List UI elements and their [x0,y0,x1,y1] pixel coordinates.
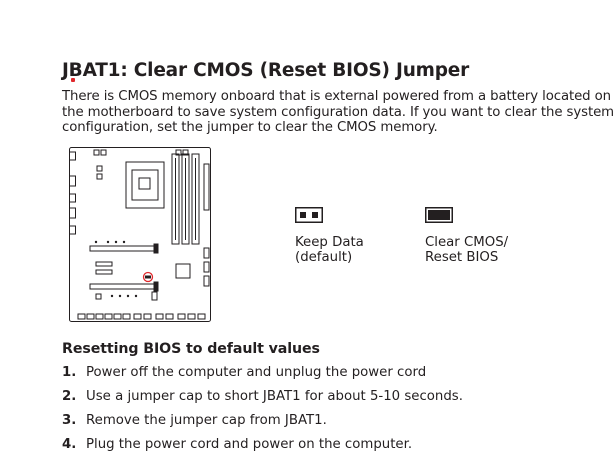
step-text: Plug the power cord and power on the com… [86,437,413,452]
step-text: Power off the computer and unplug the po… [86,365,427,380]
chipset [175,263,191,279]
bottom-header [95,313,104,320]
header-dot [94,240,98,244]
header-dot [110,294,114,298]
step-text: Remove the jumper cap from JBAT1. [86,413,327,428]
pcie-slot-latch [153,243,159,254]
motherboard-diagram [69,147,211,322]
jumper-open-icon [295,207,323,223]
red-accent-mark [71,78,75,82]
page-title: JBAT1: Clear CMOS (Reset BIOS) Jumper [62,59,469,83]
header-dot [134,294,138,298]
list-item: 2. Use a jumper cap to short JBAT1 for a… [62,388,463,412]
bottom-header [187,313,196,320]
step-number: 4. [62,437,77,452]
jumper-keep-data-line2: (default) [295,250,353,265]
list-item: 3. Remove the jumper cap from JBAT1. [62,412,463,436]
right-connector [203,247,210,259]
step-text: Use a jumper cap to short JBAT1 for abou… [86,389,463,404]
cpu-socket-center [138,177,151,190]
jumper-clear-cmos: Clear CMOS/ Reset BIOS [425,207,508,265]
step-number: 2. [62,389,77,404]
pcie-slot-latch [153,281,159,292]
right-connector [203,275,210,287]
cpu-socket [125,161,165,209]
list-item: 4. Plug the power cord and power on the … [62,436,463,460]
cpu-socket-inner [131,169,159,201]
small-connector [95,293,102,300]
step-number: 1. [62,365,77,380]
header-dot [106,240,110,244]
pcie-slot [89,245,159,252]
intro-line-2: the motherboard to save system configura… [62,104,614,120]
chip [96,165,103,172]
io-connector [69,193,76,203]
bottom-header [197,313,206,320]
bottom-header [104,313,113,320]
jumper-keep-data-line1: Keep Data [295,235,364,250]
list-item: 1. Power off the computer and unplug the… [62,364,463,388]
bottom-header [177,313,186,320]
right-connector [203,261,210,273]
bottom-header [77,313,86,320]
jumper-clear-cmos-caption: Clear CMOS/ Reset BIOS [425,235,508,265]
jumper-keep-data: Keep Data (default) [295,207,364,265]
header-dot [122,240,126,244]
bottom-header [165,313,174,320]
jbat1-jumper [145,275,151,279]
intro-paragraph: There is CMOS memory onboard that is ext… [62,89,614,136]
jumper-clear-cmos-line1: Clear CMOS/ [425,235,509,250]
io-connector [69,175,76,187]
chip [95,261,113,267]
jumper-clear-cmos-line2: Reset BIOS [425,250,499,265]
header-dot [126,294,130,298]
step-number: 3. [62,413,77,428]
atx-power-connector [203,163,210,211]
jumper-shorted-icon [425,207,453,223]
bottom-header [113,313,122,320]
bottom-header [133,313,142,320]
intro-line-3: configuration, set the jumper to clear t… [62,120,438,135]
jumper-keep-data-caption: Keep Data (default) [295,235,364,265]
io-connector [69,151,76,161]
steps-list: 1. Power off the computer and unplug the… [62,364,463,460]
bottom-header [143,313,152,320]
dimm-slot [171,153,180,245]
intro-line-1: There is CMOS memory onboard that is ext… [62,89,612,104]
top-connector [93,149,100,156]
top-connector [100,149,107,156]
dimm-slot [181,153,190,245]
small-connector [151,291,158,301]
jbat1-location-marker [142,271,154,283]
dimm-slot [191,153,200,245]
bottom-header [122,313,131,320]
io-connector [69,225,76,235]
pcie-slot [89,283,159,290]
chip [95,269,113,275]
chip [96,173,103,180]
page-title-text: JBAT1: Clear CMOS (Reset BIOS) Jumper [62,60,470,81]
header-dot [114,240,118,244]
io-connector [69,207,76,219]
header-dot [118,294,122,298]
bottom-header [86,313,95,320]
top-connector [182,149,189,156]
bottom-header [155,313,164,320]
section-title: Resetting BIOS to default values [62,341,320,357]
